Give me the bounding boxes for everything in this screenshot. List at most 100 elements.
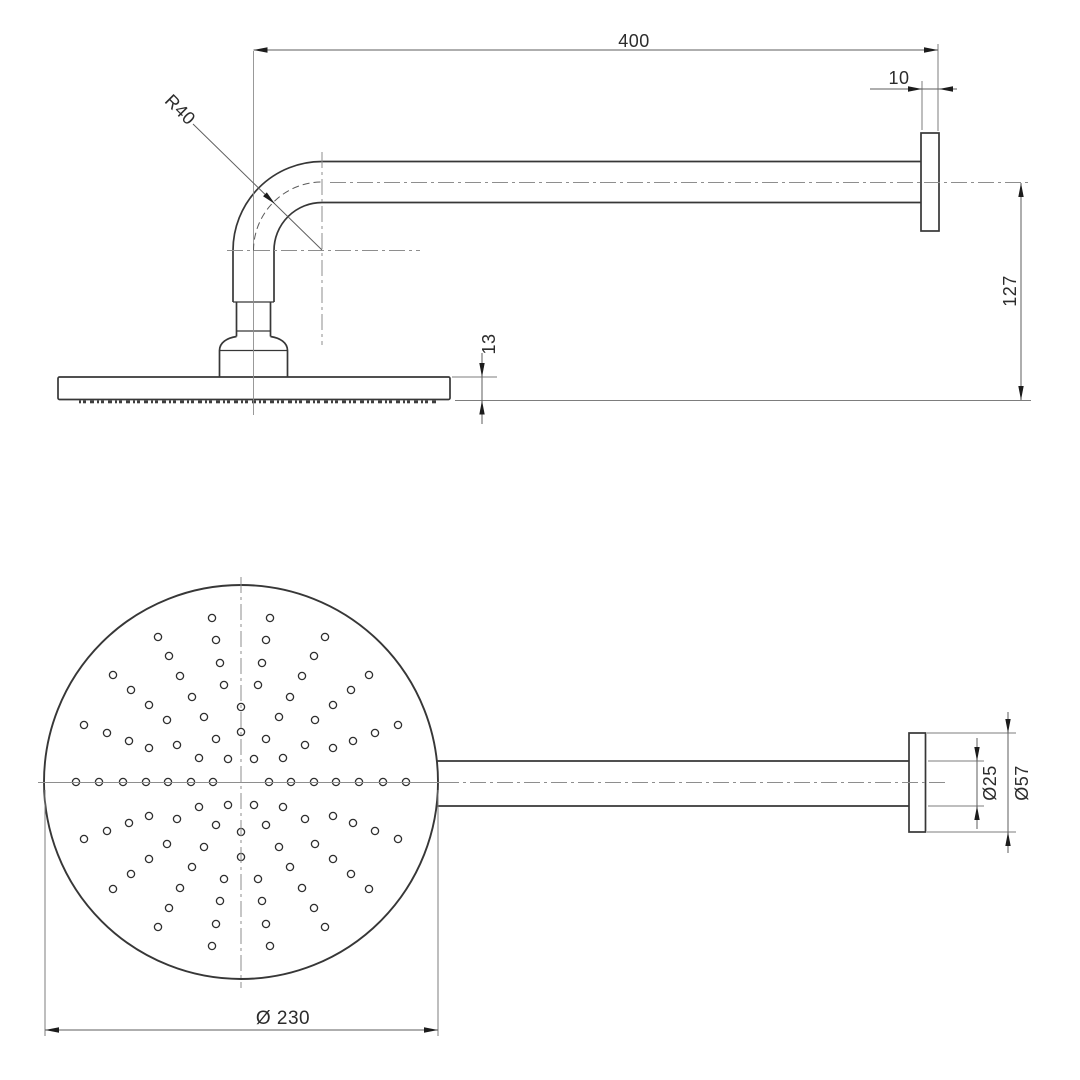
spray-hole <box>194 802 204 812</box>
spray-hole <box>102 728 112 738</box>
spray-hole <box>297 671 307 681</box>
spray-hole <box>274 842 284 852</box>
spray-hole <box>219 874 229 884</box>
dimension-arrowhead <box>974 747 980 761</box>
spray-hole <box>328 811 338 821</box>
dim-arm-diameter-label: Ø25 <box>980 765 1000 801</box>
spray-hole <box>297 883 307 893</box>
spray-hole <box>401 777 411 787</box>
spray-hole <box>144 811 154 821</box>
dim-bend-radius-label: R40 <box>161 90 200 129</box>
spray-hole <box>261 919 271 929</box>
spray-hole <box>118 777 128 787</box>
dim-head-drop-label: 127 <box>1000 275 1020 307</box>
side-view-dimensions <box>192 44 1031 424</box>
spray-hole <box>364 670 374 680</box>
shower-head-plate-side <box>57 376 451 401</box>
spray-hole <box>164 651 174 661</box>
dim-head-thickness-label: 13 <box>479 333 499 354</box>
spray-hole <box>285 862 295 872</box>
dimension-arrowhead <box>924 47 938 53</box>
dimension-arrowhead <box>479 363 485 377</box>
dimension-arrowhead <box>45 1027 59 1033</box>
dim-arm-length-label: 400 <box>618 31 650 51</box>
spray-hole <box>354 777 364 787</box>
spray-hole <box>257 658 267 668</box>
spray-hole <box>393 834 403 844</box>
dimension-arrowhead <box>1005 719 1011 733</box>
plan-view-centerlines <box>38 577 948 988</box>
spray-hole <box>187 692 197 702</box>
spray-hole <box>108 670 118 680</box>
dimension-arrowhead <box>1018 386 1024 400</box>
dimension-arrowhead <box>1005 832 1011 846</box>
spray-hole <box>207 613 217 623</box>
spray-hole <box>164 903 174 913</box>
spray-hole <box>211 734 221 744</box>
spray-hole <box>393 720 403 730</box>
spray-hole <box>199 842 209 852</box>
spray-hole <box>126 869 136 879</box>
spray-hole <box>144 700 154 710</box>
spray-hole <box>207 941 217 951</box>
spray-hole <box>261 734 271 744</box>
spray-hole <box>310 839 320 849</box>
dim-flange-thickness-label: 10 <box>888 68 909 88</box>
spray-hole <box>257 896 267 906</box>
spray-hole <box>215 658 225 668</box>
side-view-centerlines <box>227 51 1031 415</box>
spray-hole <box>219 680 229 690</box>
spray-hole <box>162 715 172 725</box>
dimension-arrowhead <box>974 806 980 820</box>
spray-hole <box>320 632 330 642</box>
spray-hole <box>249 754 259 764</box>
spray-hole <box>346 685 356 695</box>
dimension-arrowhead <box>908 86 922 92</box>
spray-hole <box>253 874 263 884</box>
spray-hole <box>348 818 358 828</box>
dimension-arrowhead <box>263 192 275 204</box>
spray-hole <box>309 777 319 787</box>
spray-hole <box>144 854 154 864</box>
spray-hole <box>186 777 196 787</box>
arm-outline-plan <box>437 760 909 807</box>
spray-hole <box>309 903 319 913</box>
spray-hole <box>175 671 185 681</box>
spray-hole <box>285 692 295 702</box>
spray-hole <box>124 818 134 828</box>
spray-hole <box>278 753 288 763</box>
spray-hole <box>79 720 89 730</box>
spray-hole <box>163 777 173 787</box>
spray-hole <box>223 754 233 764</box>
spray-hole <box>124 736 134 746</box>
spray-hole <box>328 700 338 710</box>
spray-hole <box>364 884 374 894</box>
dim-flange-diameter-label: Ø57 <box>1012 765 1032 801</box>
spray-hole <box>153 632 163 642</box>
side-elevation-view <box>57 44 1031 424</box>
spray-hole <box>300 740 310 750</box>
spray-hole <box>199 712 209 722</box>
spray-hole <box>300 814 310 824</box>
spray-hole <box>215 896 225 906</box>
spray-hole <box>211 635 221 645</box>
spray-hole <box>187 862 197 872</box>
spray-hole <box>370 728 380 738</box>
dimension-arrowhead <box>939 86 953 92</box>
spray-hole <box>175 883 185 893</box>
shower-arm-outline <box>57 160 921 401</box>
geometry-layer <box>38 44 1031 1036</box>
spray-hole <box>249 800 259 810</box>
spray-hole <box>261 635 271 645</box>
spray-hole <box>265 941 275 951</box>
spray-hole <box>153 922 163 932</box>
spray-hole <box>346 869 356 879</box>
spray-hole <box>108 884 118 894</box>
dimension-arrowhead <box>253 47 268 53</box>
spray-hole <box>211 820 221 830</box>
spray-hole <box>208 777 218 787</box>
spray-hole <box>144 743 154 753</box>
spray-hole <box>102 826 112 836</box>
